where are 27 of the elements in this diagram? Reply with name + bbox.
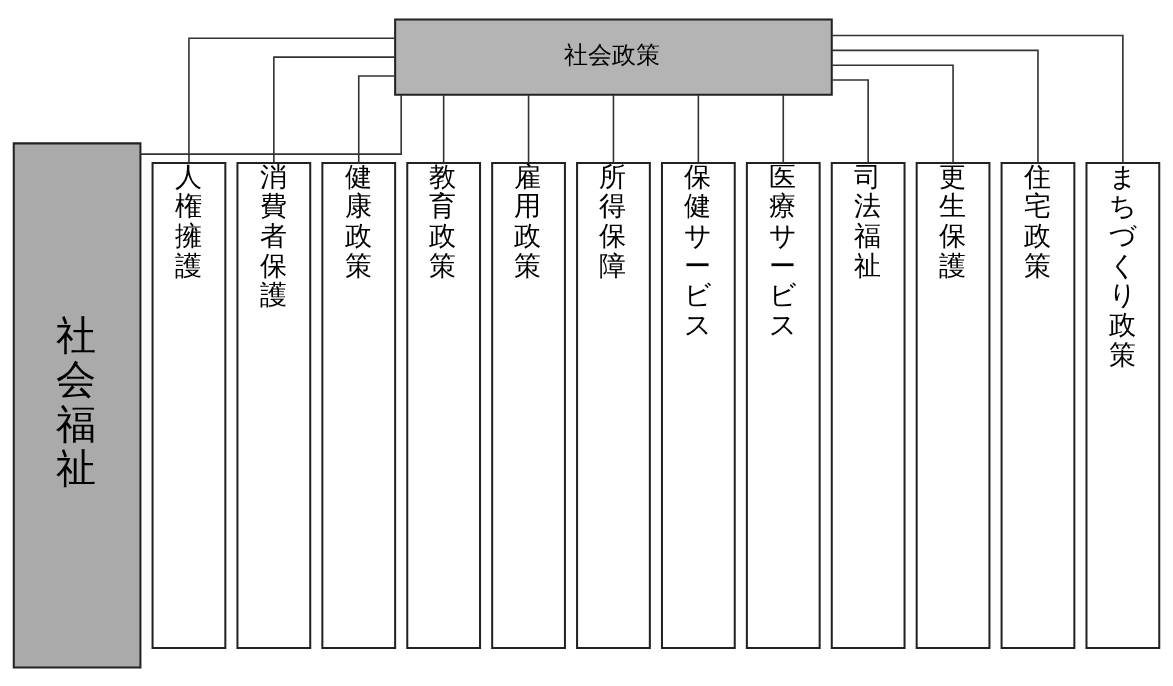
node-box: 雇用政策 bbox=[491, 161, 566, 649]
node-box: 教育政策 bbox=[406, 161, 482, 649]
node-box: 住宅政策 bbox=[1000, 161, 1076, 649]
connector bbox=[697, 93, 700, 164]
node-box: 健康政策 bbox=[321, 161, 397, 649]
connector bbox=[831, 49, 1039, 164]
connector bbox=[357, 74, 396, 163]
connector bbox=[188, 36, 396, 163]
node-box: 所得保障 bbox=[576, 161, 651, 649]
connector bbox=[612, 93, 615, 164]
node-box: 司法福祉 bbox=[830, 161, 906, 649]
connector bbox=[139, 93, 402, 155]
connector bbox=[831, 63, 954, 164]
connector bbox=[273, 55, 396, 163]
connector bbox=[442, 93, 445, 164]
node-box: 社会政策 bbox=[394, 17, 833, 96]
node-box: 医療サービス bbox=[745, 161, 821, 649]
connector bbox=[831, 78, 869, 163]
connector bbox=[527, 93, 530, 164]
node-box: 保健サービス bbox=[660, 161, 736, 649]
node-box: 社会福祉 bbox=[12, 141, 142, 669]
node-box: 更生保護 bbox=[915, 161, 991, 649]
node-box: 消費者保護 bbox=[236, 161, 312, 649]
node-box: まちづくり政策 bbox=[1085, 161, 1161, 649]
connector bbox=[782, 93, 785, 164]
node-box: 人権擁護 bbox=[151, 161, 227, 649]
connector bbox=[831, 34, 1124, 164]
